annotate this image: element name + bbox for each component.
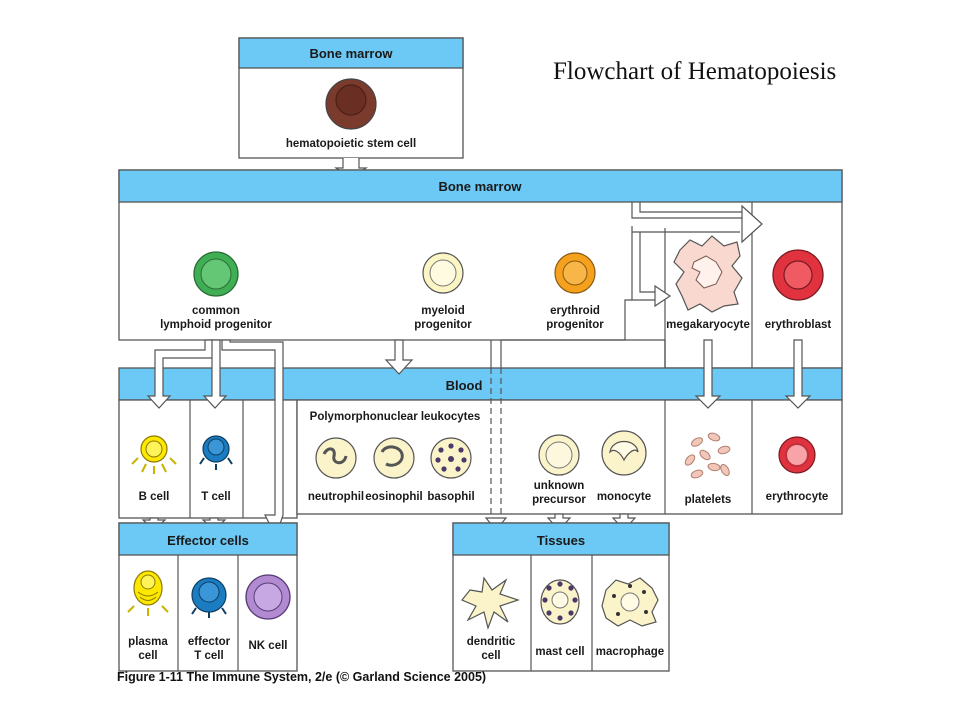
erythroblast-cell: erythroblast	[765, 249, 832, 331]
neutrophil-label: neutrophil	[308, 491, 364, 503]
megakaryocyte-label: megakaryocyte	[666, 319, 750, 331]
dashed-tissue-paths	[490, 368, 502, 520]
myeloid-progenitor: myeloid progenitor	[414, 252, 472, 331]
lymphoid-label-1: common	[192, 305, 240, 317]
erythroid-progenitor: erythroid progenitor	[546, 252, 604, 331]
nk-cell: NK cell	[245, 574, 291, 652]
dendritic-cell-label-1: dendritic	[467, 636, 516, 648]
blood-label: Blood	[446, 378, 483, 393]
mast-cell: mast cell	[535, 579, 585, 658]
section-header	[118, 169, 843, 203]
stem-cell-icon	[325, 78, 377, 130]
monocyte-label: monocyte	[597, 491, 651, 503]
eosinophil-label: eosinophil	[365, 491, 423, 503]
tissue-connector-lines	[490, 299, 632, 368]
effector-t-cell-label-2: T cell	[194, 650, 223, 662]
figure-caption: Figure 1-11 The Immune System, 2/e (© Ga…	[117, 670, 487, 684]
eosinophil: eosinophil	[365, 437, 423, 503]
monocyte: monocyte	[597, 430, 651, 503]
neutrophil: neutrophil	[308, 437, 364, 503]
bone-marrow-main-box: Bone marrow	[118, 169, 843, 369]
section-header	[118, 522, 298, 556]
nk-cell-label: NK cell	[249, 640, 288, 652]
effector-t-cell-label-1: effector	[188, 636, 231, 648]
erythroid-label-1: erythroid	[550, 305, 600, 317]
b-cell-label: B cell	[139, 491, 170, 503]
erythrocyte-arrow	[784, 339, 812, 409]
mast-cell-label: mast cell	[535, 646, 584, 658]
macrophage: macrophage	[596, 577, 664, 658]
t-cell-label: T cell	[201, 491, 230, 503]
erythrocyte-label: erythrocyte	[766, 491, 829, 503]
tissues-label: Tissues	[537, 533, 585, 548]
plasma-cell: plasma cell	[127, 570, 169, 662]
b-cell: B cell	[131, 435, 177, 503]
erythroblast-label: erythroblast	[765, 319, 832, 331]
bone-marrow-main-label: Bone marrow	[438, 179, 522, 194]
unknown-precursor-label-1: unknown	[534, 480, 584, 492]
macrophage-label: macrophage	[596, 646, 664, 658]
dendritic-cell: dendritic cell	[461, 576, 520, 662]
platelets-label: platelets	[685, 494, 732, 506]
lymphoid-progenitor: common lymphoid progenitor	[160, 251, 272, 331]
lymphoid-label-2: lymphoid progenitor	[160, 319, 272, 331]
platelets: platelets	[685, 432, 732, 506]
bone-marrow-top-box: Bone marrow hematopoietic stem cell	[238, 37, 464, 159]
section-header	[238, 37, 464, 69]
platelet-arrow	[694, 339, 722, 409]
myeloid-arrow	[384, 339, 414, 375]
myeloid-label-1: myeloid	[421, 305, 464, 317]
bone-marrow-top-label: Bone marrow	[309, 46, 393, 61]
plasma-cell-label-1: plasma	[128, 636, 168, 648]
megakaryocyte-cell: megakaryocyte	[666, 235, 750, 331]
unknown-precursor-label-2: precursor	[532, 494, 586, 506]
erythroid-label-2: progenitor	[546, 319, 604, 331]
page-title: Flowchart of Hematopoiesis	[553, 58, 837, 85]
t-cell: T cell	[199, 435, 233, 503]
stem-cell-label: hematopoietic stem cell	[286, 138, 416, 150]
section-header	[452, 522, 670, 556]
myeloid-label-2: progenitor	[414, 319, 472, 331]
dendritic-cell-label-2: cell	[481, 650, 500, 662]
polymorphonuclear-label: Polymorphonuclear leukocytes	[310, 411, 481, 423]
basophil: basophil	[427, 437, 475, 503]
plasma-cell-label-2: cell	[138, 650, 157, 662]
unknown-precursor: unknown precursor	[532, 434, 586, 506]
erythrocyte: erythrocyte	[766, 436, 829, 503]
effector-t-cell: effector T cell	[188, 577, 231, 662]
basophil-label: basophil	[427, 491, 474, 503]
effector-cells-label: Effector cells	[167, 533, 249, 548]
